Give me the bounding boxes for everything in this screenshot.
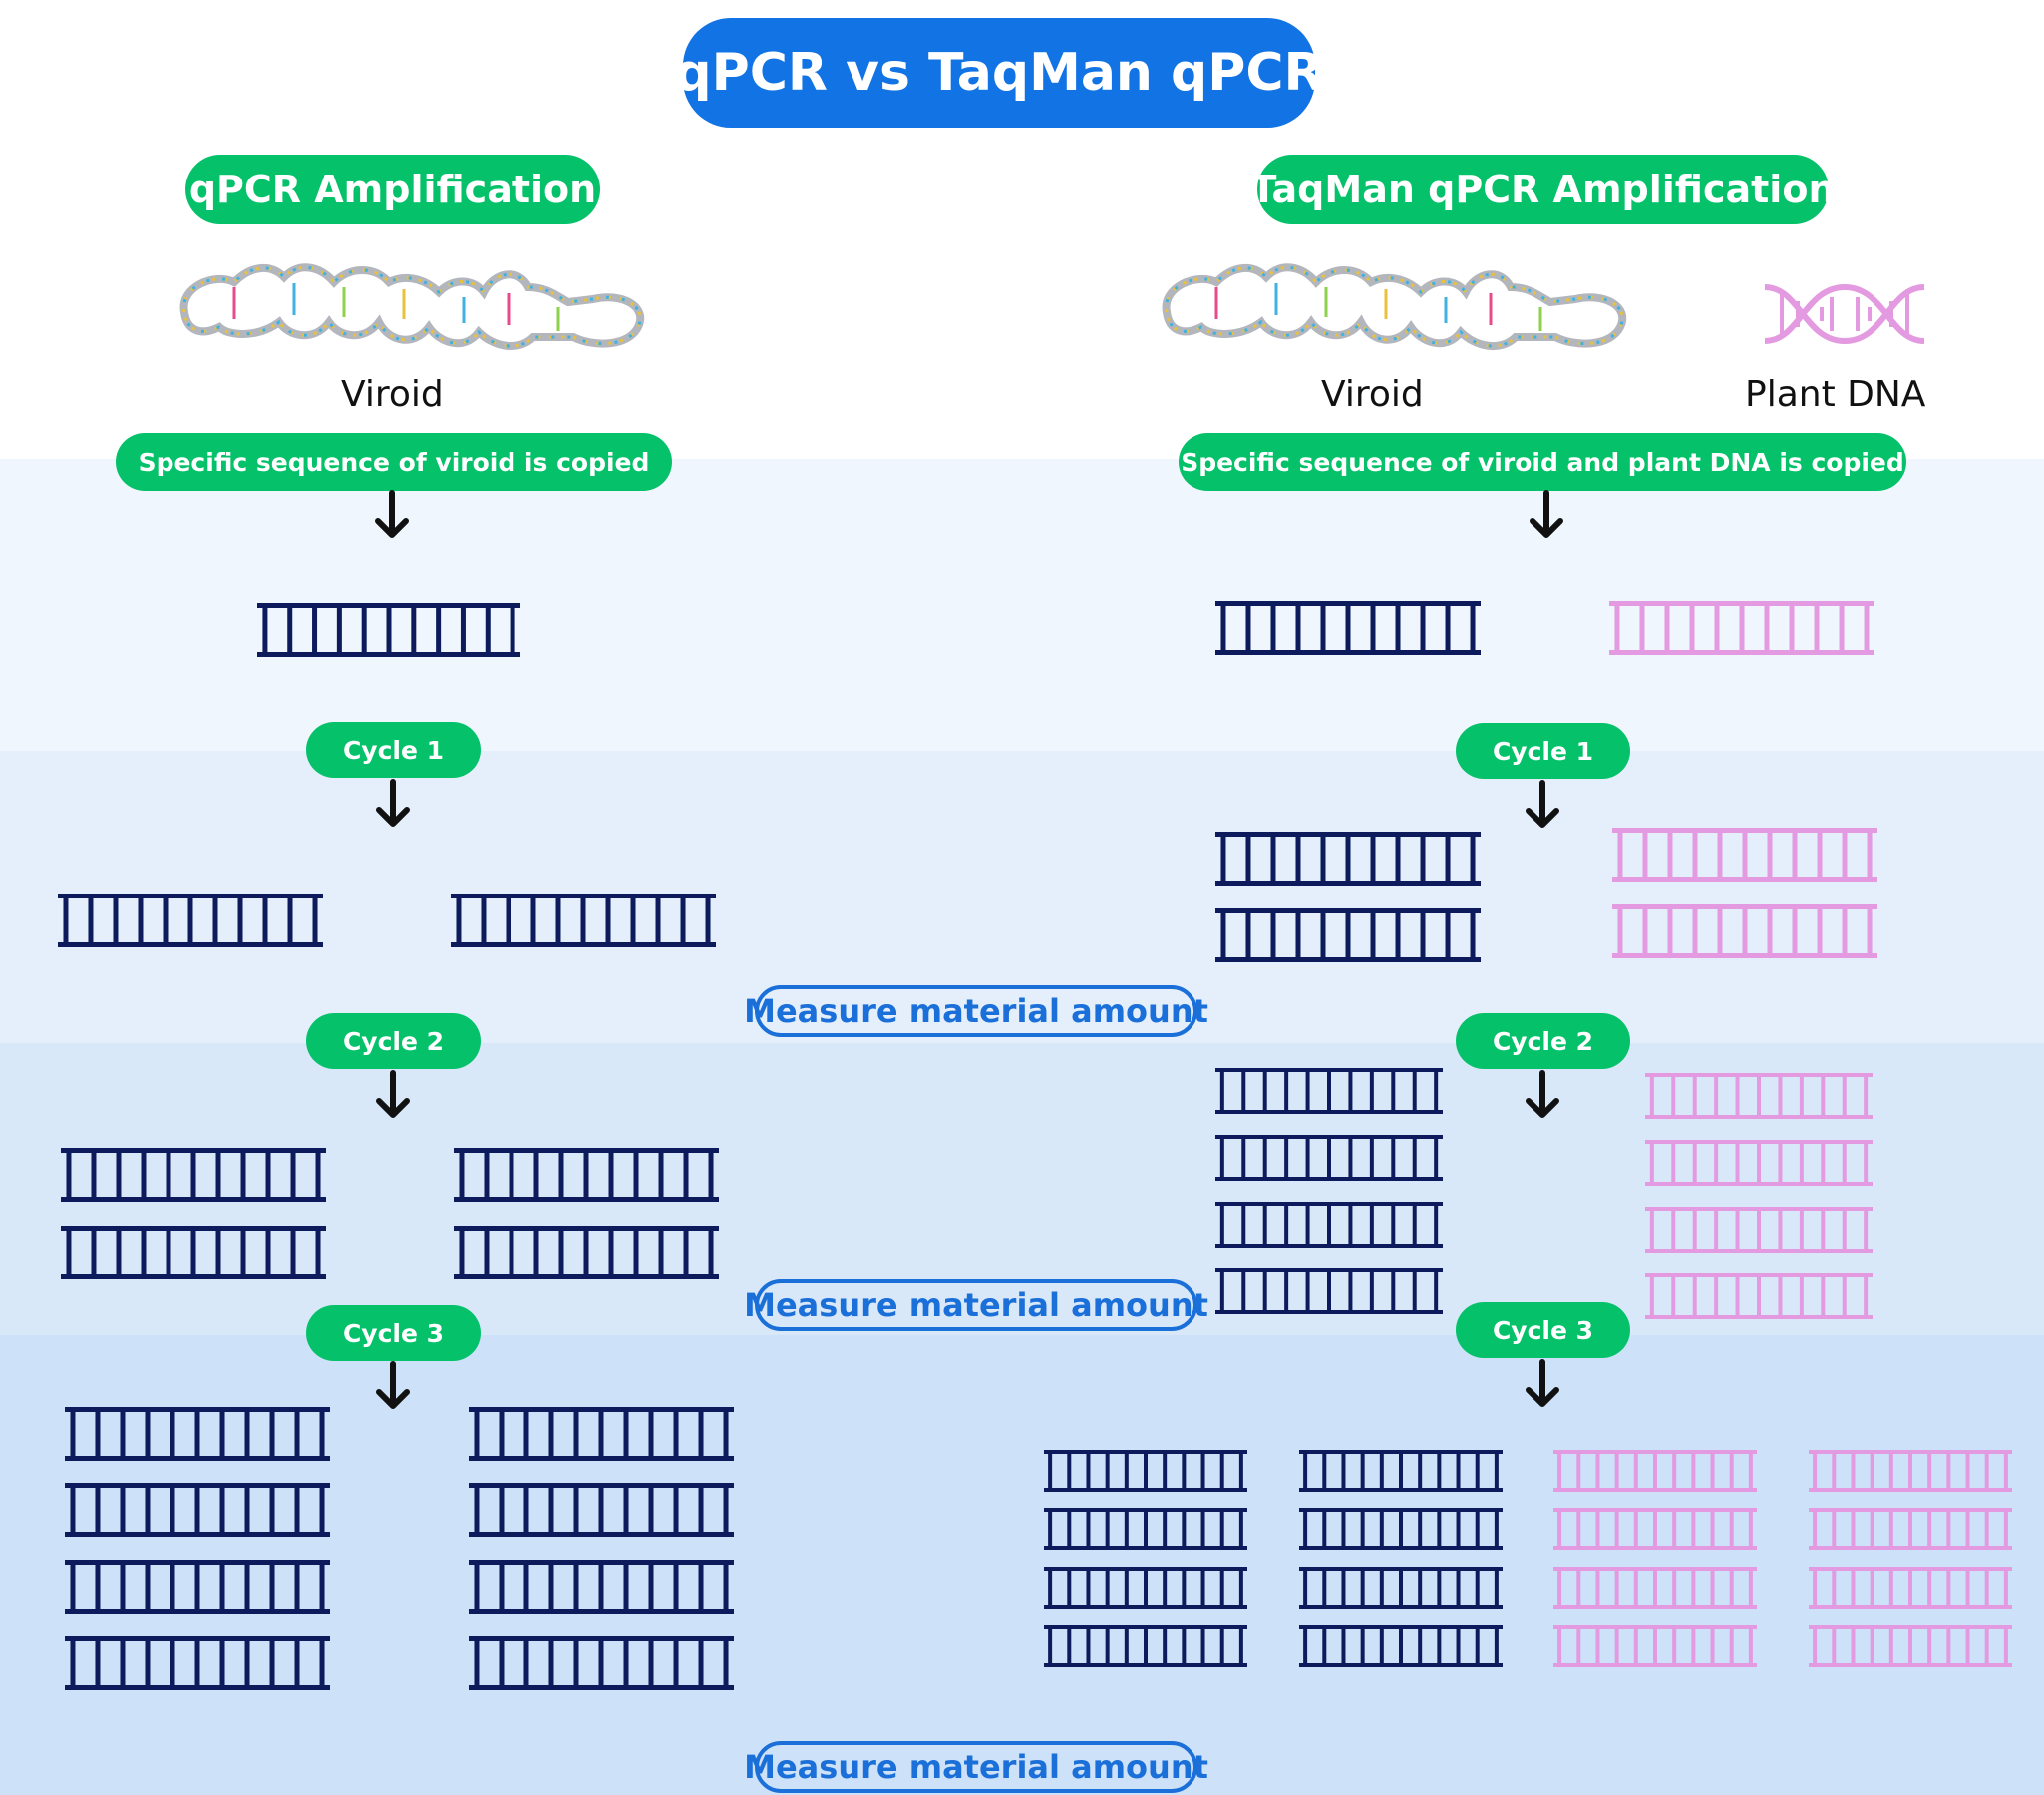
- taqman-cycle-2: Cycle 2: [1456, 1013, 1630, 1069]
- down-arrow-icon: [376, 779, 410, 827]
- viroid-dna-ladder: [65, 1483, 330, 1537]
- viroid-dna-ladder: [1215, 1068, 1443, 1114]
- plant-dna-ladder: [1645, 1073, 1873, 1119]
- viroid-dna-ladder: [1215, 1135, 1443, 1181]
- down-arrow-icon: [376, 1361, 410, 1409]
- viroid-dna-ladder: [1215, 908, 1481, 962]
- viroid-dna-ladder: [65, 1560, 330, 1614]
- viroid-dna-ladder: [61, 1148, 326, 1202]
- plant-dna-ladder: [1645, 1273, 1873, 1319]
- plant-dna-ladder: [1553, 1625, 1757, 1667]
- background-band-2: [0, 751, 2044, 1043]
- viroid-dna-ladder: [1299, 1508, 1503, 1550]
- plant-dna-ladder: [1553, 1567, 1757, 1609]
- plant-dna-ladder: [1612, 828, 1877, 882]
- viroid-dna-ladder: [1215, 832, 1481, 886]
- plant-dna-ladder: [1809, 1567, 2012, 1609]
- viroid-dna-ladder: [469, 1483, 734, 1537]
- qpcr-cycle-3: Cycle 3: [306, 1305, 481, 1361]
- viroid-dna-ladder: [58, 894, 323, 947]
- plant-dna-ladder: [1645, 1207, 1873, 1253]
- viroid-dna-ladder: [1044, 1450, 1247, 1492]
- viroid-dna-ladder: [1299, 1450, 1503, 1492]
- plant-dna-ladder: [1553, 1450, 1757, 1492]
- viroid-dna-ladder: [1044, 1508, 1247, 1550]
- taqman-cycle-3: Cycle 3: [1456, 1302, 1630, 1358]
- plant-dna-label: Plant DNA: [1745, 374, 1926, 415]
- plant-dna-ladder: [1645, 1140, 1873, 1186]
- viroid-dna-ladder: [469, 1407, 734, 1461]
- viroid-dna-ladder: [454, 1148, 719, 1202]
- viroid-label: Viroid: [341, 374, 444, 415]
- viroid-dna-ladder: [1215, 601, 1481, 655]
- viroid-dna-ladder: [1044, 1567, 1247, 1609]
- down-arrow-icon: [1526, 1359, 1559, 1407]
- viroid-dna-ladder: [65, 1407, 330, 1461]
- down-arrow-icon: [375, 490, 409, 538]
- taqman-cycle-1: Cycle 1: [1456, 723, 1630, 779]
- plant-dna-ladder: [1609, 601, 1874, 655]
- viroid-icon: [1162, 263, 1627, 351]
- viroid-dna-ladder: [469, 1560, 734, 1614]
- plant-dna-ladder: [1809, 1508, 2012, 1550]
- viroid-dna-ladder: [1215, 1268, 1443, 1314]
- viroid-dna-ladder: [451, 894, 716, 947]
- qpcr-cycle-2: Cycle 2: [306, 1013, 481, 1069]
- down-arrow-icon: [376, 1070, 410, 1118]
- measure-material-amount: Measure material amount: [744, 1279, 1208, 1331]
- viroid-dna-ladder: [1044, 1625, 1247, 1667]
- viroid-dna-ladder: [1299, 1625, 1503, 1667]
- plant-dna-ladder: [1809, 1625, 2012, 1667]
- taqman-copy-step: Specific sequence of viroid and plant DN…: [1179, 433, 1906, 491]
- viroid-dna-ladder: [469, 1636, 734, 1690]
- background-band-4: [0, 1335, 2044, 1795]
- viroid-label: Viroid: [1321, 374, 1424, 415]
- plant-dna-icon: [1764, 283, 1925, 345]
- viroid-dna-ladder: [61, 1226, 326, 1279]
- viroid-dna-ladder: [1215, 1202, 1443, 1248]
- measure-material-amount: Measure material amount: [744, 1741, 1208, 1793]
- down-arrow-icon: [1530, 490, 1563, 538]
- taqman-heading: TaqMan qPCR Amplification: [1251, 155, 1836, 224]
- viroid-dna-ladder: [257, 603, 520, 657]
- measure-material-amount: Measure material amount: [744, 985, 1208, 1037]
- viroid-icon: [179, 263, 645, 351]
- plant-dna-ladder: [1809, 1450, 2012, 1492]
- qpcr-copy-step: Specific sequence of viroid is copied: [116, 433, 672, 491]
- down-arrow-icon: [1526, 1070, 1559, 1118]
- qpcr-cycle-1: Cycle 1: [306, 722, 481, 778]
- qpcr-heading: qPCR Amplification: [185, 155, 600, 224]
- viroid-dna-ladder: [454, 1226, 719, 1279]
- viroid-dna-ladder: [1299, 1567, 1503, 1609]
- background-band-3: [0, 1043, 2044, 1335]
- plant-dna-ladder: [1612, 904, 1877, 958]
- plant-dna-ladder: [1553, 1508, 1757, 1550]
- down-arrow-icon: [1526, 780, 1559, 828]
- page-title: qPCR vs TaqMan qPCR: [674, 18, 1324, 128]
- viroid-dna-ladder: [65, 1636, 330, 1690]
